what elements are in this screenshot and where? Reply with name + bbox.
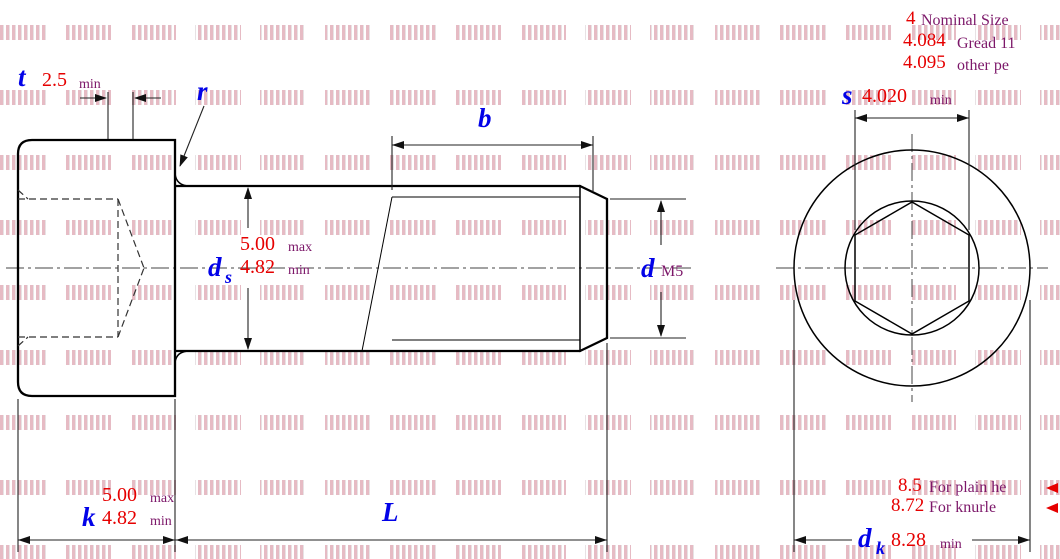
dk-min-label: min [940, 537, 962, 552]
socket-circle [844, 200, 980, 336]
k-label: k [82, 502, 96, 532]
s-min-label: min [930, 93, 952, 108]
dim-r: r [179, 76, 208, 167]
red-leader-arrow [1046, 503, 1058, 513]
fillet-radius [174, 350, 191, 364]
k-max-label: max [150, 491, 174, 506]
r-label: r [197, 76, 208, 106]
hex-socket-hidden-lines [17, 189, 145, 347]
b-label: b [478, 103, 492, 133]
ds-max-value: 5.00 [240, 233, 275, 255]
ds-min-value: 4.82 [240, 256, 275, 278]
dk-value: 8.28 [891, 529, 926, 551]
head-outer-circle [793, 149, 1031, 387]
dim-d: d M5 [610, 198, 686, 339]
ds-subscript: s [224, 267, 232, 287]
shank-outline [174, 184, 609, 353]
s-nominal-value: 4 [906, 8, 916, 29]
k-min-label: min [150, 514, 172, 529]
s-other-label: other pe [957, 57, 1009, 74]
dim-k-L: k 5.00 max 4.82 min L [17, 343, 608, 552]
dk-knurl-value: 8.72 [891, 495, 924, 516]
s-nominal-label: Nominal Size [921, 12, 1009, 29]
dk-plain-label: For plain he [929, 479, 1006, 496]
s-grade-label: Gread 11 [957, 35, 1016, 52]
screw-end-view: 4 Nominal Size 4.084 Gread 11 4.095 othe… [776, 8, 1058, 558]
ds-max-label: max [288, 240, 312, 255]
socket-hexagon [854, 201, 970, 335]
dim-dk: 8.5 For plain he 8.72 For knurle d k 8.2… [793, 300, 1031, 558]
d-label: d [641, 253, 655, 283]
head-outline [16, 138, 177, 398]
t-value: 2.5 [42, 69, 67, 91]
s-other-value: 4.095 [903, 52, 946, 73]
t-min-label: min [79, 77, 101, 92]
s-value: 4.020 [862, 85, 907, 107]
L-label: L [381, 497, 399, 527]
ds-min-label: min [288, 263, 310, 278]
dk-plain-value: 8.5 [898, 475, 922, 496]
t-label: t [18, 62, 27, 92]
fillet-radius [174, 172, 191, 187]
dim-ds: d s 5.00 max 4.82 min [208, 187, 312, 350]
dk-knurl-label: For knurle [929, 499, 996, 516]
red-leader-arrow [1046, 483, 1058, 493]
s-grade-value: 4.084 [903, 30, 946, 51]
k-max-value: 5.00 [102, 484, 137, 506]
dim-t: t 2.5 min [18, 62, 161, 139]
ds-label: d [208, 252, 222, 282]
s-label: s [841, 80, 853, 110]
dim-b: b [391, 103, 594, 192]
dim-s: 4 Nominal Size 4.084 Gread 11 4.095 othe… [841, 8, 1016, 230]
dk-label: d [858, 523, 872, 553]
thread-lines [361, 196, 580, 352]
k-min-value: 4.82 [102, 507, 137, 529]
screw-side-view: t 2.5 min r b d [6, 62, 692, 552]
d-thread-size: M5 [661, 263, 683, 280]
dk-subscript: k [876, 538, 885, 558]
